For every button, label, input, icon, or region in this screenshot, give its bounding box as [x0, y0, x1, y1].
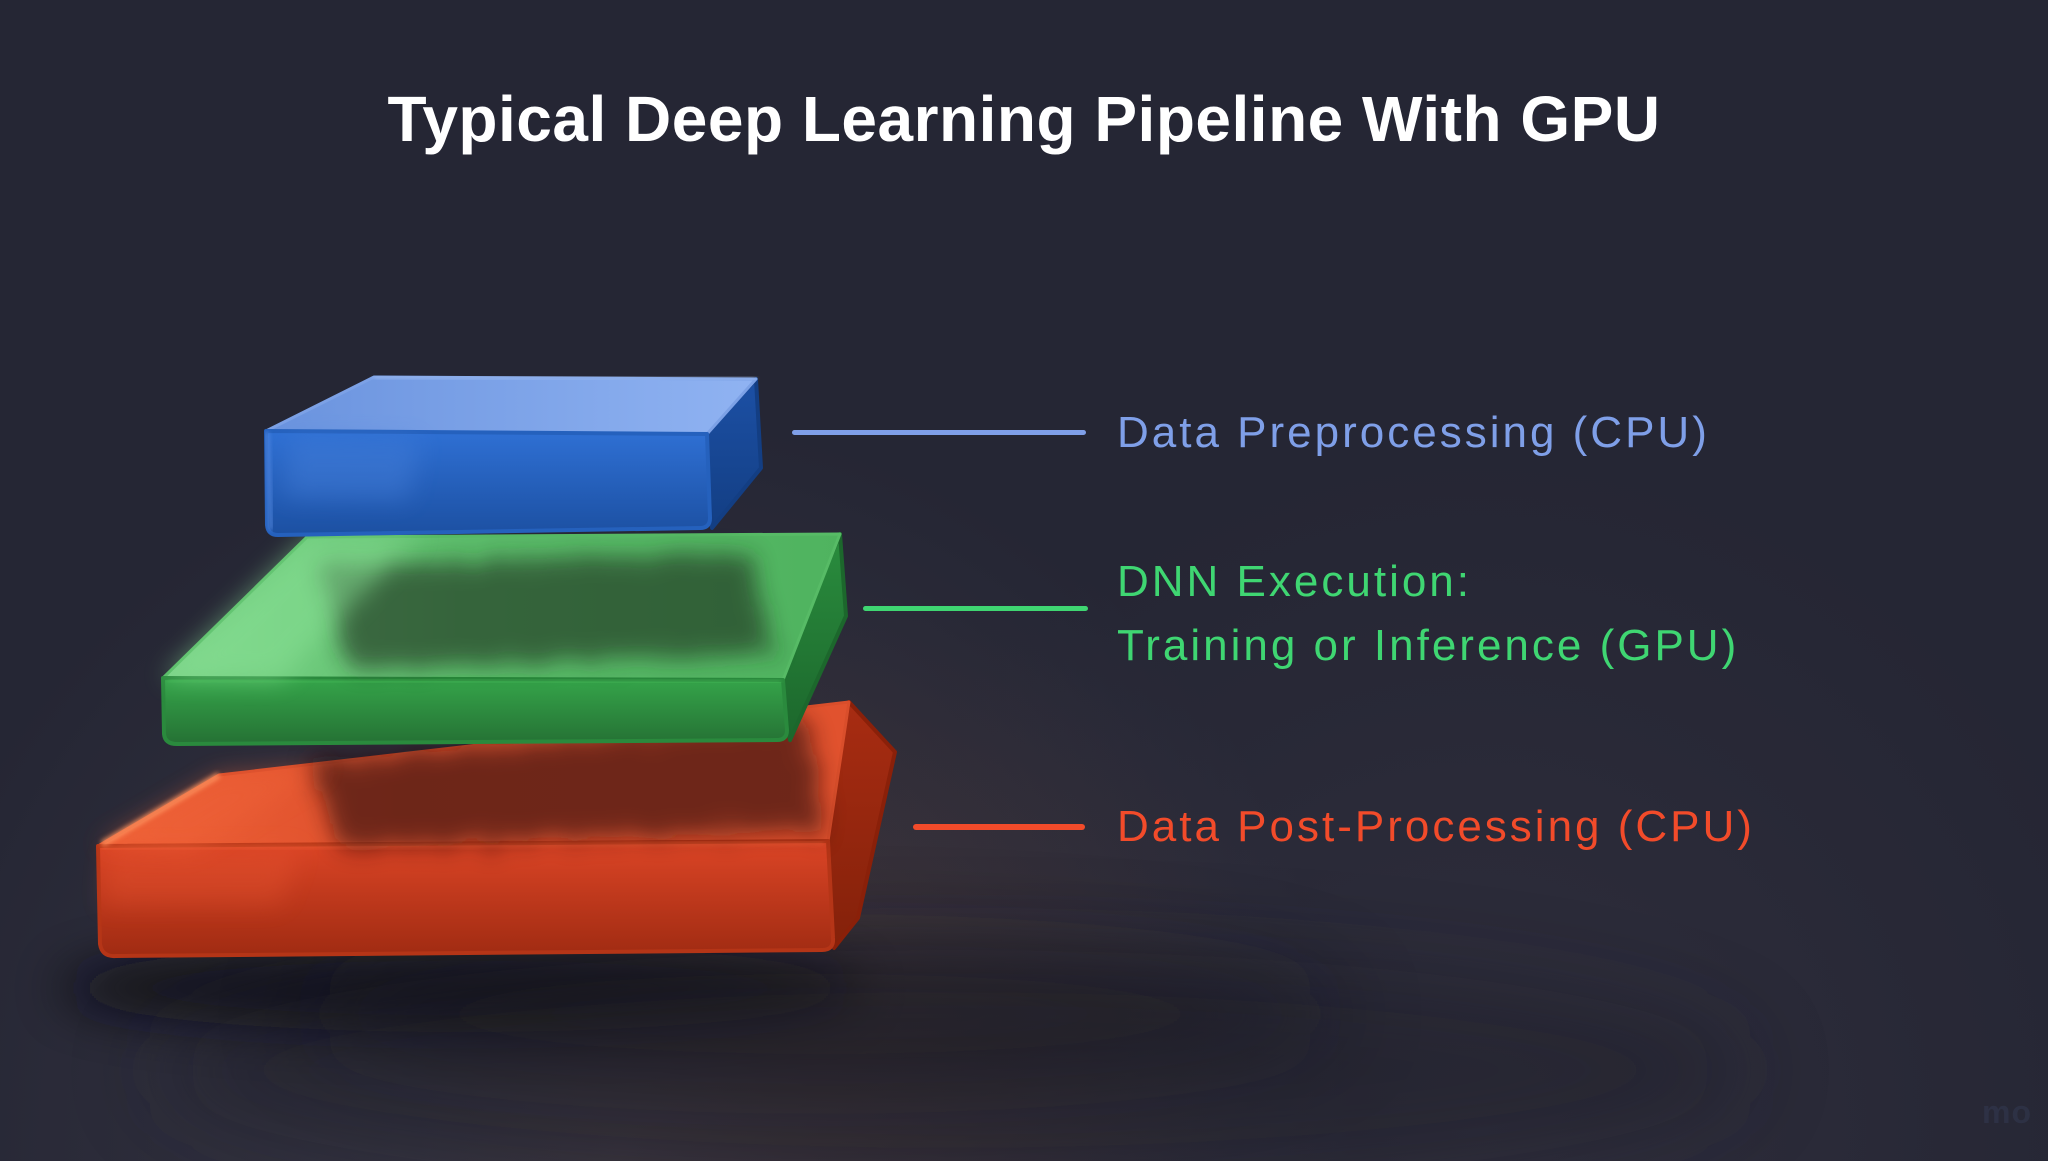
- preprocessing-block-edge-light: [265, 431, 273, 531]
- dnn-execution-connector-line: [863, 606, 1088, 611]
- post-processing-block-rim-light: [100, 772, 221, 847]
- label-data-preprocessing: Data Preprocessing (CPU): [1117, 401, 1710, 465]
- post-processing-connector-line: [913, 824, 1085, 830]
- post-processing-block-cast-shadow: [310, 716, 826, 848]
- label-dnn-execution: DNN Execution: Training or Inference (GP…: [1117, 550, 1739, 678]
- post-processing-block: [96, 700, 897, 959]
- preprocessing-block-rim-light: [373, 375, 757, 381]
- watermark: mo: [1982, 1094, 2032, 1130]
- preprocessing-block-front-sheen: [284, 438, 420, 500]
- dnn-execution-block-rim-glow: [163, 535, 420, 680]
- label-line: Data Post-Processing (CPU): [1117, 802, 1755, 851]
- page-title: Typical Deep Learning Pipeline With GPU: [387, 83, 1661, 155]
- label-line: DNN Execution:: [1117, 557, 1473, 606]
- label-line: Data Preprocessing (CPU): [1117, 408, 1710, 457]
- post-processing-block-front-sheen: [104, 849, 300, 906]
- label-line: Training or Inference (GPU): [1117, 621, 1740, 670]
- floor-shadow-far: [150, 950, 1750, 1161]
- dnn-execution-block-front-rim: [167, 678, 782, 684]
- label-data-post-processing: Data Post-Processing (CPU): [1117, 795, 1755, 859]
- post-processing-block-rim-glow: [98, 767, 330, 851]
- preprocessing-connector-line: [792, 430, 1086, 435]
- dnn-execution-block-cast-shadow: [320, 552, 772, 668]
- dnn-execution-block: [161, 532, 848, 746]
- dnn-execution-block-front-face: [161, 676, 789, 746]
- post-processing-block-front-rim: [101, 841, 825, 850]
- preprocessing-block: [264, 375, 763, 537]
